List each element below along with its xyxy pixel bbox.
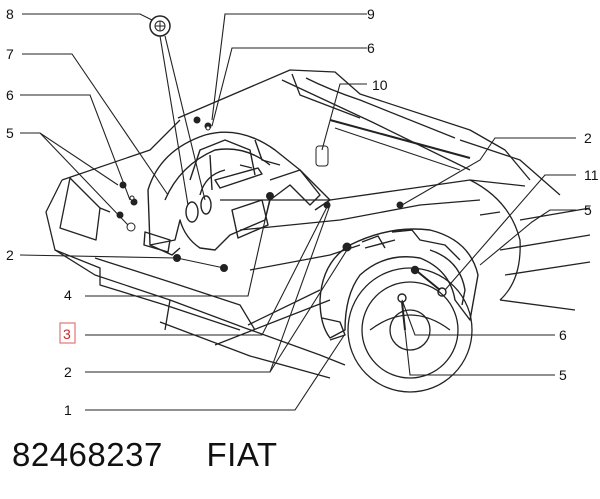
rear-wheel-arch-liner (143, 131, 331, 256)
leader-lines (19, 13, 576, 411)
callout-label: 6 (6, 87, 14, 103)
callout-label: 9 (367, 6, 375, 22)
callout-label: 11 (584, 167, 599, 183)
callout-label: 7 (6, 46, 14, 62)
front-wheel-arch-liner (319, 228, 479, 341)
callout-label: 2 (64, 364, 72, 380)
grommet-part (149, 15, 171, 37)
callout-highlight-box (59, 322, 76, 344)
callout-label: 2 (584, 130, 592, 146)
callout-label-highlighted: 3 (63, 326, 71, 342)
callout-label: 6 (367, 40, 375, 56)
brand-name: FIAT (206, 436, 278, 473)
callout-label: 1 (64, 402, 72, 418)
callout-label: 10 (372, 77, 388, 93)
footer-caption: 82468237 FIAT (12, 436, 278, 474)
callout-label: 6 (559, 327, 567, 343)
part-number: 82468237 (12, 436, 163, 473)
callout-labels: 8 9 7 6 6 10 5 2 11 5 2 4 3 6 2 5 1 (6, 6, 599, 418)
callout-label: 5 (6, 125, 14, 141)
callout-label: 5 (584, 202, 592, 218)
callout-label: 4 (64, 287, 72, 303)
callout-label: 8 (6, 6, 14, 22)
callout-label: 5 (559, 367, 567, 383)
car-body-outline (45, 69, 591, 393)
callout-label: 2 (6, 247, 14, 263)
